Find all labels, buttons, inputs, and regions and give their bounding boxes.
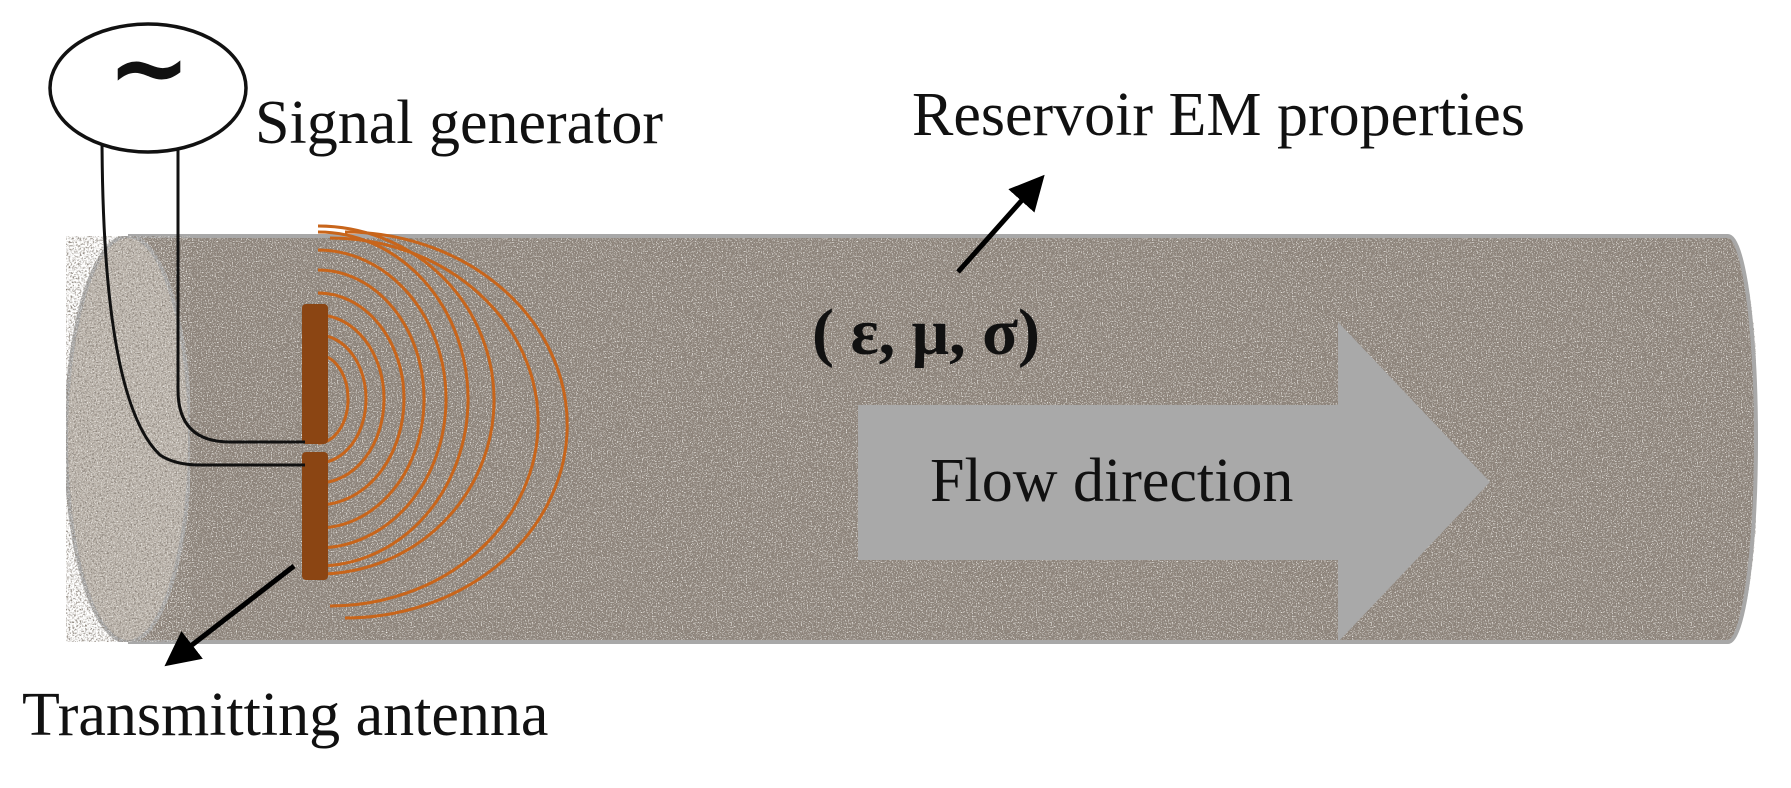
em-parameters-label: ( ε, μ, σ) — [812, 296, 1040, 369]
reservoir-em-properties-label: Reservoir EM properties — [912, 81, 1525, 149]
flow-direction-label: Flow direction — [930, 447, 1294, 515]
ac-source-icon — [48, 22, 248, 154]
flow-arrow-icon — [858, 322, 1490, 642]
reservoir-pointer-arrow — [956, 174, 1045, 274]
dipole-antenna-icon — [302, 304, 328, 580]
sine-wave-icon: ~ — [107, 9, 191, 126]
transmitting-antenna-label: Transmitting antenna — [22, 681, 549, 749]
em-wave-icon — [317, 224, 569, 620]
pipe-end-face — [64, 234, 192, 644]
signal-generator-label: Signal generator — [255, 89, 664, 157]
antenna-pointer-arrow — [164, 564, 296, 667]
generator-wires — [100, 131, 305, 467]
